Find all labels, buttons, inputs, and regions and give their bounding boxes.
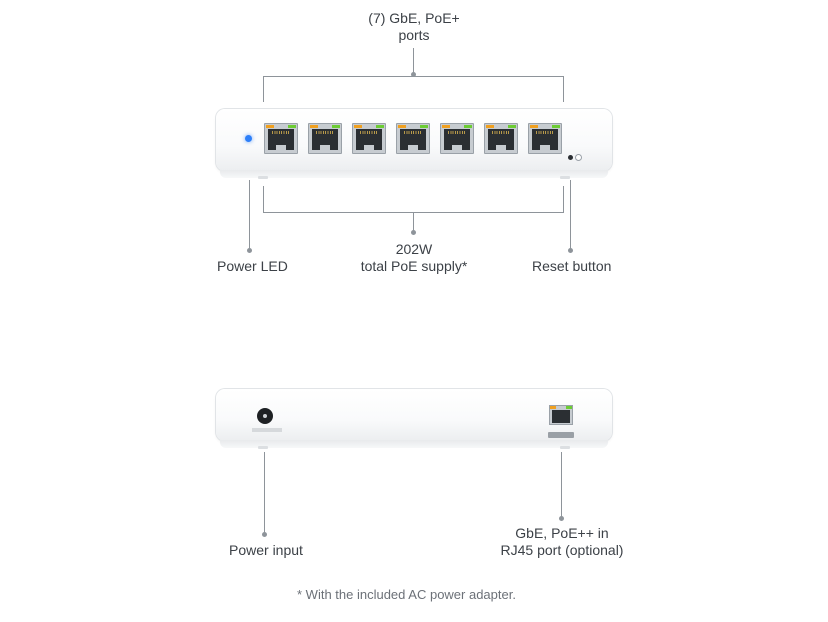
rj45-port-5 [440, 123, 474, 154]
poe-supply-label: 202W total PoE supply* [330, 241, 498, 275]
ports-label-line1: (7) GbE, PoE+ [368, 10, 460, 26]
footnote: * With the included AC power adapter. [297, 587, 516, 602]
power-input-callout-dot [262, 532, 267, 537]
uplink-callout-dot [559, 516, 564, 521]
switch-rear-body [216, 389, 612, 441]
rj45-port-1 [264, 123, 298, 154]
poe-callout-stem [413, 212, 414, 234]
poe-bracket-right [563, 186, 564, 212]
uplink-badge [548, 432, 574, 438]
reset-callout-line [570, 180, 571, 250]
rj45-port-3 [352, 123, 386, 154]
reset-callout-dot [568, 248, 573, 253]
poe-supply-line1: 202W [395, 241, 433, 257]
reset-pinhole-icon [575, 154, 582, 161]
uplink-callout-line [561, 452, 562, 518]
power-input-callout-line [264, 452, 265, 534]
poe-bracket-left [263, 186, 264, 212]
ports-bracket-left [263, 76, 264, 102]
rear-foot-left [258, 446, 268, 449]
poe-callout-dot [411, 230, 416, 235]
rj45-port-6 [484, 123, 518, 154]
ports-callout-stem [413, 48, 414, 76]
switch-rear-base [220, 440, 608, 448]
dc-power-jack-icon [257, 408, 273, 424]
switch-foot-right [560, 176, 570, 179]
power-input-label: Power input [229, 542, 303, 558]
power-led-callout-line [249, 180, 250, 250]
rj45-port-4 [396, 123, 430, 154]
uplink-label-line2: RJ45 port (optional) [500, 542, 624, 558]
rj45-port-7 [528, 123, 562, 154]
reset-button-icon [568, 155, 573, 160]
uplink-rj45-port [549, 405, 573, 425]
reset-button-label: Reset button [532, 258, 612, 274]
ports-label-line2: ports [398, 27, 430, 43]
ports-bracket-top [263, 76, 564, 77]
rj45-port-2 [308, 123, 342, 154]
uplink-label: GbE, PoE++ in RJ45 port (optional) [482, 525, 642, 559]
ports-bracket-right [563, 76, 564, 102]
dc-jack-marking [252, 428, 282, 432]
ports-label: (7) GbE, PoE+ ports [330, 10, 498, 44]
rear-foot-right [560, 446, 570, 449]
power-led-callout-dot [247, 248, 252, 253]
power-led-label: Power LED [217, 258, 288, 274]
switch-front-base [220, 170, 608, 178]
power-led-icon [245, 135, 252, 142]
poe-supply-line2: total PoE supply* [360, 258, 468, 274]
uplink-label-line1: GbE, PoE++ in [515, 525, 609, 541]
switch-foot-left [258, 176, 268, 179]
